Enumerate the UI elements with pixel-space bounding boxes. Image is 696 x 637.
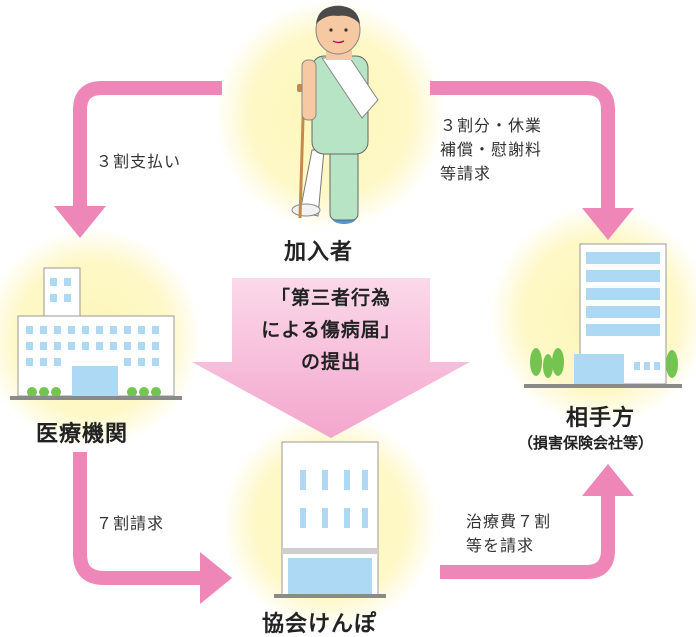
counterparty-label: 相手方 xyxy=(566,406,636,431)
edge-line: ３割分・休業 xyxy=(440,116,543,135)
association-label: 協会けんぽ xyxy=(262,612,378,637)
center-line: の提出 xyxy=(300,351,361,373)
counterparty-sub-label: （損害保険会社等） xyxy=(518,434,654,452)
hospital-building xyxy=(10,267,182,400)
center-arrow-text: 「第三者行為 による傷病届」 の提出 xyxy=(232,282,430,378)
member-label: 加入者 xyxy=(284,240,354,265)
edge-label-member-to-counterparty: ３割分・休業 補償・慰謝料 等請求 xyxy=(440,114,542,186)
edge-line: 等を請求 xyxy=(466,536,535,555)
edge-label-association-to-counterparty: 治療費７割 等を請求 xyxy=(466,510,551,558)
association-building xyxy=(274,441,386,598)
counterparty-building xyxy=(524,243,682,388)
edge-line: 等請求 xyxy=(440,164,492,183)
edge-label-hospital-to-association: ７割請求 xyxy=(96,514,165,533)
edge-line: 治療費７割 xyxy=(466,512,552,531)
arrow-hospital-to-association xyxy=(73,452,232,604)
hospital-label: 医療機関 xyxy=(36,422,129,447)
center-line: 「第三者行為 xyxy=(270,287,391,309)
arrow-association-to-counterparty xyxy=(440,464,634,579)
arrow-member-to-counterparty xyxy=(430,81,634,240)
member-figure xyxy=(291,5,379,224)
edge-label-member-to-hospital: ３割支払い xyxy=(96,152,182,171)
center-line: による傷病届」 xyxy=(261,319,401,341)
arrow-member-to-hospital xyxy=(54,81,222,238)
center-down-arrow xyxy=(192,278,470,438)
edge-line: 補償・慰謝料 xyxy=(440,140,543,159)
